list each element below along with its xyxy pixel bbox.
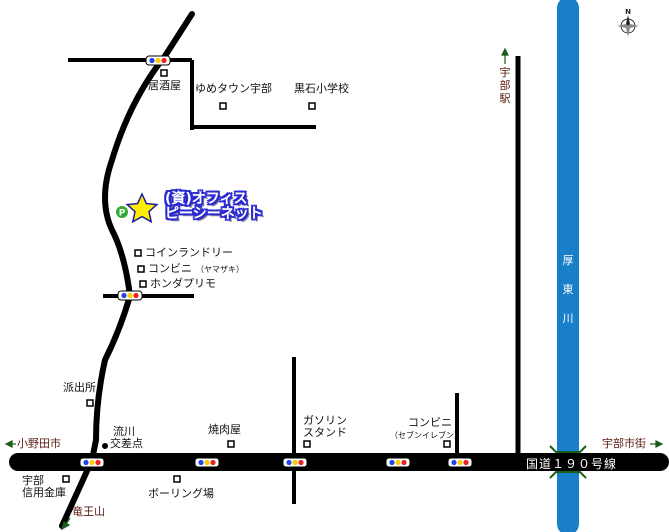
bank-marker <box>62 475 70 483</box>
direction-east-label: 宇部市街 <box>602 437 646 450</box>
compass: N <box>614 6 642 40</box>
river-label: 厚東川 <box>562 254 574 325</box>
traffic-light-east1 <box>385 457 411 468</box>
north-arrow-icon <box>501 47 509 56</box>
bank-label-line1: 宇部 <box>22 474 44 487</box>
convenience-2-note: （セブンイレブン） <box>390 431 462 440</box>
kuroishi-school-marker <box>308 102 316 110</box>
office-star-icon <box>125 192 159 224</box>
parking-symbol: P <box>119 209 126 219</box>
yakinikuya-marker <box>227 440 235 448</box>
youme-town-label: ゆめタウン宇部 <box>195 82 272 95</box>
gas-station-label-line1: ガソリン <box>303 414 347 427</box>
honda-primo-label: ホンダプリモ <box>150 277 216 290</box>
compass-icon: N <box>617 8 639 37</box>
direction-north-station-label: 宇部駅 <box>499 66 511 105</box>
office-name-line2: ピーシーネット <box>165 206 263 222</box>
east-arrow-icon <box>655 440 664 448</box>
gas-station-marker <box>303 440 311 448</box>
parking-icon <box>116 206 128 218</box>
office-name-line1: (資)オフィス <box>165 191 248 207</box>
traffic-light-middle <box>117 290 143 301</box>
nagare-label-line2: 交差点 <box>110 437 143 450</box>
honda-primo-marker <box>139 280 147 288</box>
traffic-light-nagare <box>79 457 105 468</box>
traffic-light-yakiniku <box>194 457 220 468</box>
coin-laundry-marker <box>134 249 142 257</box>
traffic-light-gas <box>282 457 308 468</box>
traffic-light-upper <box>145 55 171 66</box>
convenience-2-marker <box>443 440 451 448</box>
bridge-mark-north <box>549 445 587 453</box>
direction-south-label: 竜王山 <box>72 505 105 518</box>
youme-town-marker <box>219 102 227 110</box>
yakinikuya-label: 焼肉屋 <box>208 423 241 436</box>
police-box-marker <box>86 399 94 407</box>
police-box-label: 派出所 <box>63 381 96 394</box>
izakaya-label: 居酒屋 <box>148 79 181 92</box>
bowling-marker <box>173 475 181 483</box>
coin-laundry-label: コインランドリー <box>145 246 233 259</box>
kuroishi-school-label: 黒石小学校 <box>294 82 349 95</box>
west-arrow-icon <box>4 440 13 448</box>
main-curved-road <box>59 11 195 529</box>
convenience-1-label: コンビニ <box>148 262 192 275</box>
route-190-label: 国道１９０号線 <box>526 457 618 471</box>
convenience-1-marker <box>137 265 145 273</box>
direction-west-label: 小野田市 <box>17 437 61 450</box>
bowling-label: ボーリング場 <box>148 487 214 500</box>
south-arrow-icon <box>61 521 71 531</box>
traffic-light-east2 <box>447 457 473 468</box>
convenience-2-label: コンビニ <box>408 416 452 429</box>
izakaya-marker <box>160 69 168 77</box>
nagare-intersection-dot <box>102 443 108 449</box>
compass-letter: N <box>625 8 631 16</box>
gas-station-label-line2: スタンド <box>303 426 347 439</box>
nagare-label-line1: 流川 <box>113 425 135 438</box>
bank-label-line2: 信用金庫 <box>22 486 66 499</box>
bridge-mark-south <box>549 471 587 479</box>
convenience-1-note: （ヤマザキ） <box>196 265 244 274</box>
